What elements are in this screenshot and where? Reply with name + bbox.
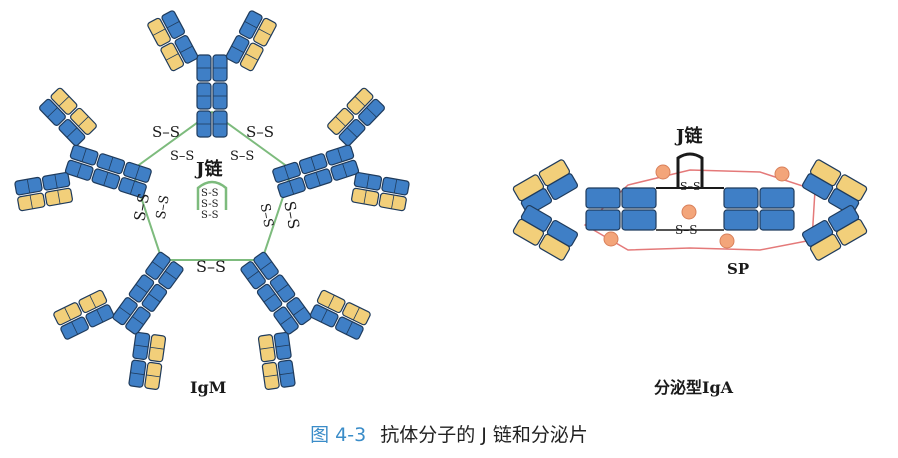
sp-ball [681,204,697,220]
igm-title: IgM [190,378,226,397]
igm-ss-left-inner: S–S [154,194,173,221]
sp-label: SP [727,260,749,278]
caption-text: 抗体分子的 J 链和分泌片 [380,424,588,446]
sp-ball [655,164,671,180]
igm-ss-upper-left-inner: S–S [170,149,194,164]
igm-monomer-lower-left [45,222,225,401]
igm-ss-center-1: S-S [201,188,219,199]
igm-pentamer: S–S S–S S–S S–S S–S S–S S–S S–S S–S S-S … [6,10,417,401]
igm-ss-center-2: S-S [201,199,219,210]
j-chain-loop [196,180,228,210]
iga-fc-right [723,187,795,231]
igm-monomer-lower-right [199,222,379,401]
iga-fab-right-lower [801,204,868,261]
sp-ball [774,166,790,182]
secretory-iga-dimer: S–S S–S J链 SP 分泌型IgA [512,125,868,397]
iga-ss-top: S–S [680,180,701,193]
iga-j-chain-label: J链 [674,125,704,147]
figure-caption: 图 4-3 抗体分子的 J 链和分泌片 [0,420,898,447]
igm-ss-upper-right-inner: S–S [230,149,254,164]
igm-monomer-top [147,10,277,137]
igm-ss-right-inner: S–S [257,202,276,229]
iga-fc-left [585,187,657,231]
iga-fab-left-upper [512,159,579,216]
igm-ss-center-3: S-S [201,210,219,221]
iga-ss-bottom: S–S [675,223,697,237]
igm-ss-bottom: S–S [196,257,226,276]
igm-ss-left: S–S [130,192,153,223]
igm-ss-upper-left: S–S [152,123,180,141]
figure-number: 图 4-3 [310,424,367,446]
iga-fab-right-upper [801,159,868,216]
igm-j-chain-label: J链 [194,158,224,180]
iga-title: 分泌型IgA [654,378,734,397]
iga-fab-left-lower [512,204,579,261]
sp-ball [603,231,619,247]
iga-j-chain-loop [676,152,704,188]
sp-ball [719,233,735,249]
igm-green-ring [130,110,294,261]
igm-monomer-upper-right [257,83,418,246]
igm-ss-right: S–S [280,200,303,231]
igm-ss-upper-right: S–S [246,123,274,141]
